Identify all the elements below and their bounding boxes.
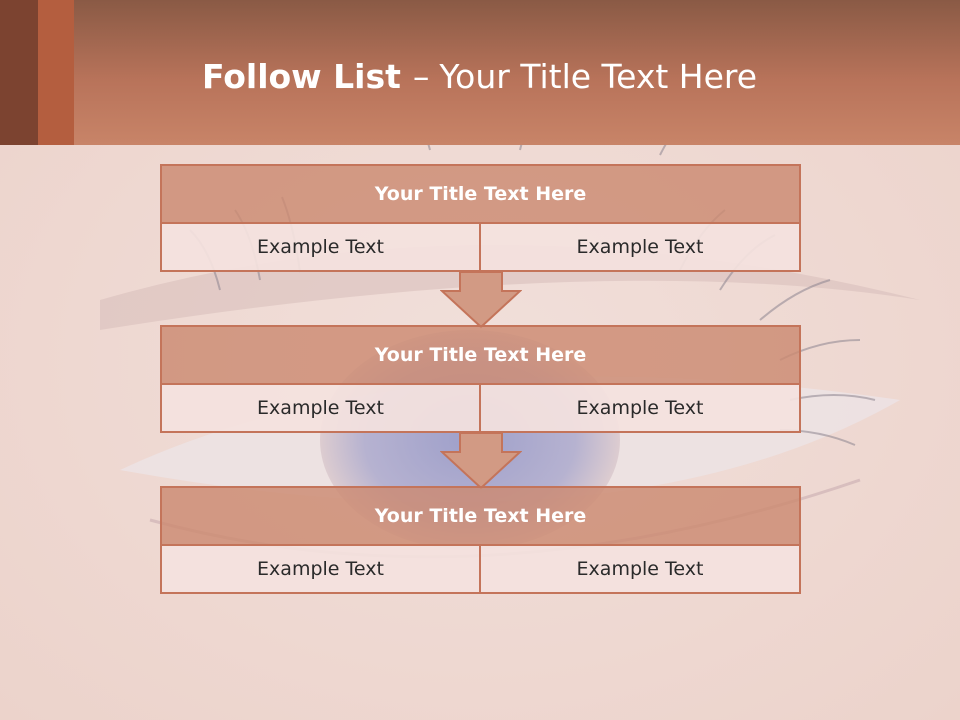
block-title: Your Title Text Here — [160, 164, 801, 224]
block-cell-right: Example Text — [479, 383, 801, 433]
accent-bar-dark — [0, 0, 38, 145]
accent-bar-mid — [38, 0, 74, 145]
block-cell-right: Example Text — [479, 222, 801, 272]
block-cell-left: Example Text — [160, 544, 481, 594]
block-title: Your Title Text Here — [160, 486, 801, 546]
slide-title: Follow List–Your Title Text Here — [202, 56, 757, 98]
block-cell-left: Example Text — [160, 222, 481, 272]
down-arrow-icon — [440, 432, 522, 490]
block-cell-right: Example Text — [479, 544, 801, 594]
block-title: Your Title Text Here — [160, 325, 801, 385]
slide-title-bold: Follow List — [202, 57, 401, 96]
slide-title-rest: Your Title Text Here — [439, 57, 758, 96]
slide-title-dash: – — [412, 57, 430, 96]
down-arrow-icon — [440, 271, 522, 329]
block-cell-left: Example Text — [160, 383, 481, 433]
header-band — [0, 0, 960, 145]
